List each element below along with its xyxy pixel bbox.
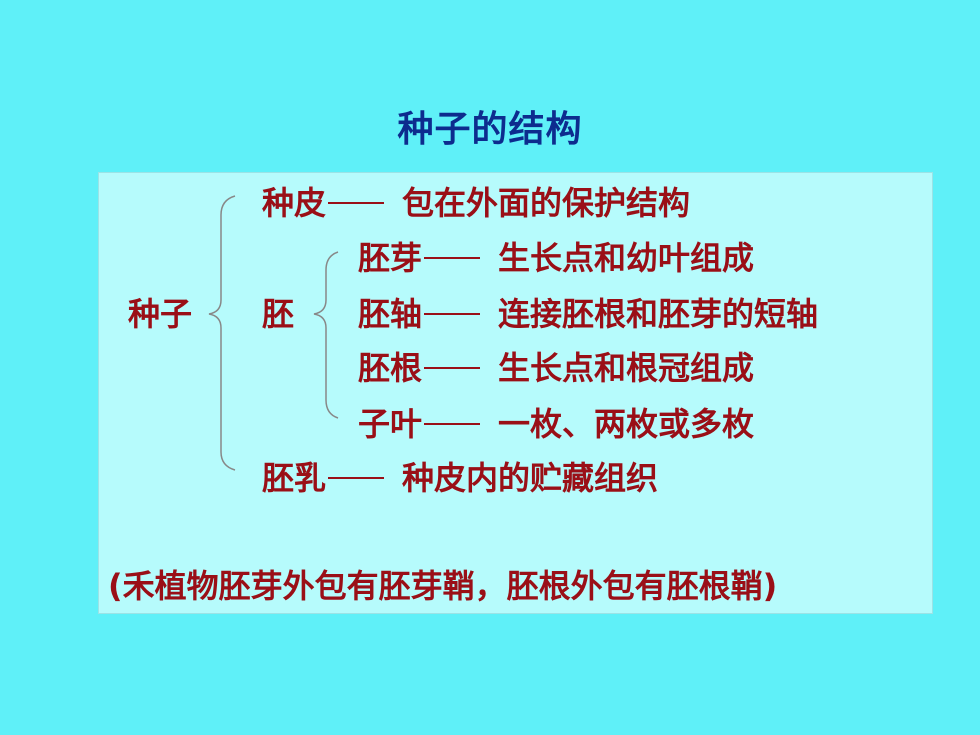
row-desc: 生长点和幼叶组成 (498, 239, 755, 277)
row-term: 种皮 (262, 184, 327, 222)
dash-line (424, 313, 481, 315)
dash-line (328, 202, 385, 204)
row-desc: 一枚、两枚或多枚 (498, 405, 755, 443)
row-desc: 包在外面的保护结构 (402, 184, 691, 222)
row-hypocotyl: 胚轴 连接胚根和胚芽的短轴 (358, 294, 818, 334)
footnote: (禾植物胚芽外包有胚芽鞘，胚根外包有胚根鞘) (108, 567, 778, 605)
row-desc: 种皮内的贮藏组织 (402, 459, 659, 497)
structure-panel (98, 172, 933, 614)
dash-line (424, 367, 481, 369)
row-term: 胚轴 (358, 295, 423, 333)
row-desc: 生长点和根冠组成 (498, 349, 755, 387)
embryo-brace (313, 251, 339, 419)
slide-title: 种子的结构 (397, 109, 583, 150)
row-endosperm: 胚乳 种皮内的贮藏组织 (262, 458, 658, 498)
row-term: 子叶 (358, 405, 423, 443)
seed-label: 种子 (128, 295, 193, 333)
row-plumule: 胚芽 生长点和幼叶组成 (358, 238, 754, 278)
row-term: 胚芽 (358, 239, 423, 277)
dash-line (424, 257, 481, 259)
dash-line (328, 477, 385, 479)
dash-line (424, 423, 481, 425)
row-cotyledon: 子叶 一枚、两枚或多枚 (358, 404, 754, 444)
row-seed-coat: 种皮 包在外面的保护结构 (262, 183, 690, 223)
embryo-label: 胚 (262, 295, 295, 333)
row-term: 胚根 (358, 349, 423, 387)
row-term: 胚乳 (262, 459, 327, 497)
row-radicle: 胚根 生长点和根冠组成 (358, 348, 754, 388)
row-desc: 连接胚根和胚芽的短轴 (498, 295, 819, 333)
seed-brace (208, 195, 236, 471)
